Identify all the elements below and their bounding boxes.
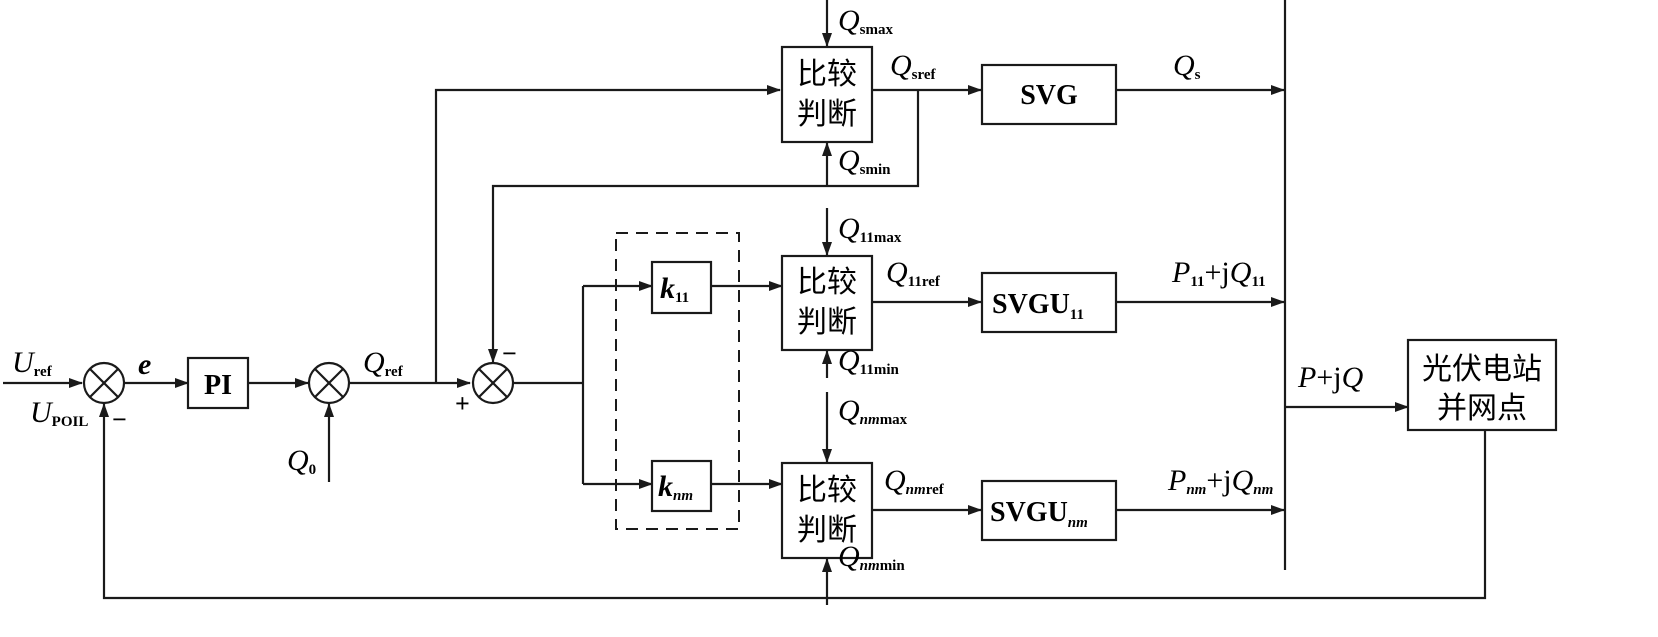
grid-point-line2: 并网点 xyxy=(1437,391,1527,426)
svgunm-label: SVGUnm xyxy=(990,497,1088,531)
q11max-label: Q11max xyxy=(838,212,902,246)
q0-label: Q0 xyxy=(287,444,316,478)
compare-s-line2: 判断 xyxy=(797,97,857,132)
compare-block-11 xyxy=(780,254,874,352)
compare-block-s xyxy=(780,45,874,144)
knm-label: knm xyxy=(658,470,693,504)
compare-s-line1: 比较 xyxy=(797,57,857,92)
error-label: e xyxy=(138,348,151,381)
gain-group-dashed-box xyxy=(615,232,740,530)
qref-to-svg-branch-line xyxy=(434,85,781,383)
uref-label: Uref xyxy=(12,346,53,380)
qnmmax-label: Qnmmax xyxy=(838,394,908,428)
qnmmin-label: Qnmmin xyxy=(838,540,905,574)
svgunm-block xyxy=(980,479,1118,542)
knm-block xyxy=(650,459,713,513)
svgu11-block xyxy=(980,271,1118,334)
qsref-feedback-line xyxy=(488,90,920,363)
pi-label: PI xyxy=(204,370,232,401)
k11-block xyxy=(650,260,713,315)
qsmax-label: Qsmax xyxy=(838,4,894,38)
qsmin-label: Qsmin xyxy=(838,144,891,178)
compare-nm-line1: 比较 xyxy=(797,473,857,508)
grid-point-line1: 光伏电站 xyxy=(1422,352,1542,387)
minus-sign-poil: − xyxy=(112,405,127,434)
voltage-feedback-line xyxy=(99,403,1487,600)
svgu11-label: SVGU11 xyxy=(992,289,1084,323)
q11min-label: Q11min xyxy=(838,344,900,378)
summing-junction-3 xyxy=(471,361,515,405)
compare-11-line1: 比较 xyxy=(797,265,857,300)
summing-junction-1 xyxy=(82,361,126,405)
qnmref-label: Qnmref xyxy=(884,464,945,498)
compare-nm-line2: 判断 xyxy=(797,513,857,548)
pnm-qnm-label: Pnm+jQnm xyxy=(1167,464,1273,498)
p11-q11-label: P11+jQ11 xyxy=(1171,256,1266,290)
upoil-label: UPOIL xyxy=(30,396,88,430)
qref-label: Qref xyxy=(363,346,404,380)
minus-sign-feedback: − xyxy=(502,339,517,368)
qs-label: Qs xyxy=(1173,49,1201,83)
pv-grid-connection-point-block xyxy=(1406,338,1558,432)
total-pq-label: P+jQ xyxy=(1297,361,1364,394)
svg-block xyxy=(980,63,1118,126)
plus-sign-qref: + xyxy=(455,389,470,418)
compare-block-nm xyxy=(780,461,874,560)
summing-junction-2 xyxy=(307,361,351,405)
qsref-label: Qsref xyxy=(890,49,937,83)
k11-label: k11 xyxy=(660,272,689,306)
q11ref-label: Q11ref xyxy=(886,256,941,290)
compare-11-line2: 判断 xyxy=(797,305,857,340)
svg-label: SVG xyxy=(1020,80,1078,111)
pi-block xyxy=(186,356,250,410)
